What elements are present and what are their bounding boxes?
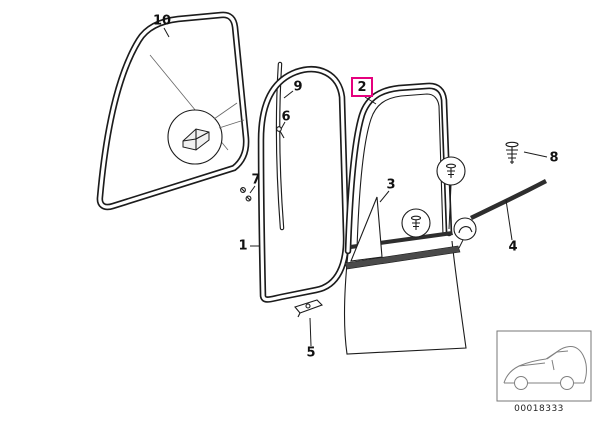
door-outline [343, 93, 467, 355]
callout-4[interactable]: 4 [508, 239, 518, 255]
leader-lines [163, 27, 548, 347]
callout-7[interactable]: 7 [251, 172, 261, 188]
end-cap-detail-circle-c [453, 217, 477, 249]
callout-6[interactable]: 6 [281, 109, 291, 125]
push-rivet-icon [505, 141, 519, 164]
bracket-5 [294, 299, 323, 318]
callout-10[interactable]: 10 [152, 13, 172, 29]
detail-circle-icon [167, 102, 245, 165]
window-frame-seal-10 [96, 11, 250, 211]
clip-detail-circle-b [401, 208, 431, 238]
car-sketch-icon [496, 330, 592, 402]
callout-3[interactable]: 3 [386, 177, 396, 193]
callout-5[interactable]: 5 [306, 345, 316, 361]
clip-detail-circle-a [436, 156, 466, 230]
callout-8[interactable]: 8 [549, 150, 559, 166]
fastener-6 [276, 126, 285, 139]
door-aperture-seal-1 [257, 66, 350, 303]
glass-run-strip-9 [275, 61, 285, 231]
callout-1[interactable]: 1 [238, 238, 248, 254]
side-molding-4 [470, 179, 547, 220]
callout-2[interactable]: 2 [357, 79, 367, 95]
selected-part-highlight-box[interactable]: 2 [351, 77, 373, 97]
callout-9[interactable]: 9 [293, 79, 303, 95]
part-number: 00018333 [514, 404, 564, 414]
screws-7 [240, 187, 252, 202]
window-triangle-seal-3 [350, 196, 383, 262]
window-frame-seal-2 [344, 82, 453, 255]
